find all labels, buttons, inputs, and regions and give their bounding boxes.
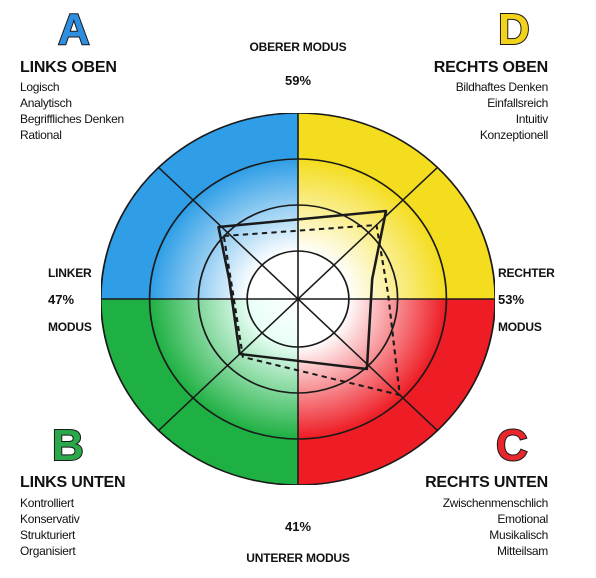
quadrant-a-item: Begriffliches Denken	[20, 112, 124, 126]
profile-solid-polygon	[217, 209, 388, 371]
left-mode-label-1: LINKER	[48, 266, 92, 280]
quadrant-d-letter: D	[497, 5, 531, 54]
quadrant-c-item: Zwischenmenschlich	[442, 496, 549, 510]
quadrant-a-title: LINKS OBEN	[20, 59, 117, 76]
quadrant-c-item: Musikalisch	[489, 528, 548, 542]
quadrant-b-item: Organisiert	[20, 544, 76, 558]
profile-dashed-polygon	[222, 224, 401, 396]
left-mode-percent: 47%	[48, 292, 75, 307]
quadrant-b-item: Strukturiert	[20, 528, 76, 542]
quadrant-c-item: Emotional	[497, 512, 548, 526]
quadrant-b-item: Kontrolliert	[20, 496, 74, 510]
right-mode-label-2: MODUS	[498, 320, 542, 334]
quadrant-a-letter: A	[57, 5, 91, 54]
quadrant-b-title: LINKS UNTEN	[20, 474, 126, 491]
quadrant-b-letter: B	[51, 421, 85, 470]
quadrant-b-list: Kontrolliert Konservativ Strukturiert Or…	[20, 495, 80, 559]
quadrant-a-item: Logisch	[20, 80, 60, 94]
quadrant-a-list: Logisch Analytisch Begriffliches Denken …	[20, 79, 124, 143]
bottom-mode-label: UNTERER MODUS	[246, 551, 350, 565]
diagonal-axis-2	[158, 166, 438, 432]
quadrant-d-list: Bildhaftes Denken Einfallsreich Intuitiv…	[455, 79, 549, 143]
quadrant-c-item: Mitteilsam	[496, 544, 548, 558]
right-mode-percent: 53%	[498, 292, 525, 307]
quadrant-d-item: Bildhaftes Denken	[455, 80, 549, 94]
bottom-mode-percent: 41%	[284, 519, 312, 534]
right-mode-label-1: RECHTER	[498, 266, 555, 280]
quadrant-d-item: Konzeptionell	[479, 128, 548, 142]
top-mode-percent: 59%	[284, 73, 312, 88]
quadrant-c-title: RECHTS UNTEN	[425, 474, 548, 491]
quadrant-a-item: Analytisch	[20, 96, 72, 110]
quadrant-d-item: Einfallsreich	[487, 96, 548, 110]
top-mode-label: OBERER MODUS	[249, 40, 347, 54]
quadrant-d-item: Intuitiv	[515, 112, 549, 126]
left-mode-label-2: MODUS	[48, 320, 92, 334]
quadrant-d-title: RECHTS OBEN	[433, 59, 548, 76]
quadrant-a-item: Rational	[20, 128, 62, 142]
brain-dominance-diagram	[101, 113, 495, 485]
quadrant-c-letter: C	[495, 421, 529, 470]
quadrant-c-list: Zwischenmenschlich Emotional Musikalisch…	[442, 495, 549, 559]
quadrant-b-item: Konservativ	[20, 512, 80, 526]
